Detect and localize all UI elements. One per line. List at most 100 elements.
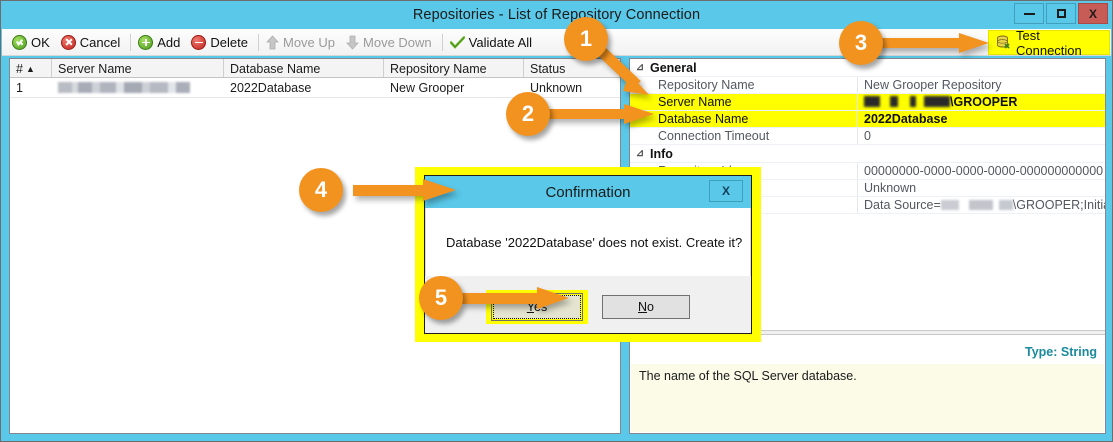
callout-2-label: 2 bbox=[521, 101, 535, 126]
toolbar-validate-all-button[interactable]: Validate All bbox=[446, 31, 539, 53]
property-description-pane: The name of the SQL Server database. bbox=[631, 364, 1104, 432]
callout-1: 1 bbox=[564, 17, 608, 61]
test-connection-button[interactable]: Test Connection bbox=[988, 27, 1110, 58]
expander-icon[interactable]: ⊿ bbox=[635, 148, 645, 159]
property-value-database-name[interactable]: 2022Database bbox=[858, 111, 1105, 127]
test-connection-label: Test Connection bbox=[1016, 27, 1082, 58]
window-titlebar: Repositories - List of Repository Connec… bbox=[1, 1, 1112, 28]
property-category-info-label: Info bbox=[650, 146, 673, 161]
property-category-general-label: General bbox=[650, 60, 697, 75]
callout-3: 3 bbox=[839, 21, 883, 65]
maximize-icon bbox=[1056, 9, 1066, 18]
redacted-server-host bbox=[864, 96, 950, 107]
property-name-repository-name: Repository Name bbox=[630, 77, 858, 93]
toolbar-cancel-button[interactable]: Cancel bbox=[57, 31, 127, 53]
callout-arrow-2 bbox=[546, 104, 654, 124]
confirmation-dialog: Confirmation X Database '2022Database' d… bbox=[424, 175, 752, 334]
plus-circle-icon bbox=[138, 34, 154, 50]
property-row-connection-timeout[interactable]: Connection Timeout 0 bbox=[630, 128, 1105, 145]
close-icon: X bbox=[1088, 6, 1097, 21]
cell-server-name bbox=[52, 78, 224, 97]
close-button[interactable]: X bbox=[1078, 3, 1108, 24]
minimize-button[interactable] bbox=[1014, 3, 1044, 24]
cell-database-name: 2022Database bbox=[230, 81, 312, 95]
dialog-titlebar: Confirmation X bbox=[425, 176, 751, 208]
property-row-server-name[interactable]: Server Name \GROOPER bbox=[630, 94, 1105, 111]
property-category-general[interactable]: ⊿ General bbox=[630, 59, 1105, 77]
toolbar-add-button[interactable]: Add bbox=[134, 31, 187, 53]
property-value-server-name[interactable]: \GROOPER bbox=[858, 94, 1105, 110]
property-row-repository-name[interactable]: Repository Name New Grooper Repository bbox=[630, 77, 1105, 94]
property-value-repository-name[interactable]: New Grooper Repository bbox=[864, 78, 1002, 92]
connection-string-suffix: \GROOPER;Initial Cat bbox=[1012, 198, 1105, 212]
toolbar-delete-label: Delete bbox=[210, 34, 248, 50]
redacted-connection-host bbox=[940, 200, 1013, 210]
callout-arrow-3 bbox=[877, 33, 989, 53]
dialog-close-button[interactable]: X bbox=[709, 180, 743, 202]
arrow-down-icon bbox=[346, 35, 359, 50]
toolbar-separator bbox=[130, 33, 132, 51]
callout-3-label: 3 bbox=[854, 30, 868, 55]
callout-4: 4 bbox=[299, 168, 343, 212]
sort-ascending-icon: ▲ bbox=[25, 63, 35, 74]
toolbar-ok-label: OK bbox=[31, 34, 50, 50]
minimize-icon bbox=[1023, 12, 1035, 15]
toolbar-cancel-label: Cancel bbox=[79, 34, 121, 50]
cell-num: 1 bbox=[16, 81, 23, 95]
toolbar-move-up-label: Move Up bbox=[282, 34, 336, 50]
toolbar-move-down-label: Move Down bbox=[363, 34, 432, 50]
callout-2: 2 bbox=[506, 92, 550, 136]
callout-5: 5 bbox=[419, 276, 463, 320]
property-value-status: Unknown bbox=[864, 181, 917, 195]
property-category-info[interactable]: ⊿ Info bbox=[630, 145, 1105, 163]
checkmark-icon bbox=[449, 35, 465, 49]
callout-4-label: 4 bbox=[314, 177, 328, 202]
column-header-num-label: # bbox=[16, 61, 23, 76]
callout-arrow-1 bbox=[597, 47, 649, 95]
window-title: Repositories - List of Repository Connec… bbox=[412, 6, 701, 23]
expander-icon[interactable]: ⊿ bbox=[635, 62, 645, 73]
column-header-num[interactable]: # ▲ bbox=[10, 59, 52, 77]
callout-5-label: 5 bbox=[434, 285, 448, 310]
column-header-database-name[interactable]: Database Name bbox=[224, 59, 384, 77]
property-row-database-name[interactable]: Database Name 2022Database bbox=[630, 111, 1105, 128]
property-value-server-name-text: \GROOPER bbox=[950, 95, 1018, 109]
property-name-database-name: Database Name bbox=[630, 111, 858, 127]
toolbar-move-down-button[interactable]: Move Down bbox=[342, 31, 439, 53]
ok-circle-icon bbox=[12, 34, 27, 50]
column-header-repository-name[interactable]: Repository Name bbox=[384, 59, 524, 77]
no-button[interactable]: No bbox=[602, 294, 690, 319]
cancel-circle-icon bbox=[60, 34, 76, 50]
property-value-connection-timeout[interactable]: 0 bbox=[864, 129, 871, 143]
no-button-label: No bbox=[638, 299, 654, 314]
database-icon bbox=[996, 35, 1011, 50]
maximize-button[interactable] bbox=[1046, 3, 1076, 24]
toolbar-ok-button[interactable]: OK bbox=[8, 31, 57, 53]
redacted-server-name bbox=[58, 82, 190, 93]
toolbar-delete-button[interactable]: Delete bbox=[187, 31, 255, 53]
toolbar-move-up-button[interactable]: Move Up bbox=[262, 31, 342, 53]
dialog-message: Database '2022Database' does not exist. … bbox=[425, 208, 751, 276]
window-controls: X bbox=[1014, 3, 1108, 24]
close-icon: X bbox=[721, 184, 730, 198]
cell-status: Unknown bbox=[530, 81, 583, 95]
description-splitter[interactable] bbox=[630, 330, 1105, 335]
toolbar-separator bbox=[257, 33, 259, 51]
callout-arrow-5 bbox=[461, 287, 569, 309]
property-name-connection-timeout: Connection Timeout bbox=[630, 128, 858, 144]
dialog-title: Confirmation bbox=[545, 183, 631, 201]
minus-circle-icon bbox=[191, 34, 207, 50]
cell-repository-name: New Grooper Repository bbox=[390, 81, 465, 95]
grid-header-row: # ▲ Server Name Database Name Repository… bbox=[10, 59, 620, 78]
connection-string-prefix: Data Source= bbox=[864, 198, 941, 212]
table-row[interactable]: 1 2022Database New Grooper Repository Un… bbox=[10, 78, 620, 98]
property-type-label: Type: String bbox=[1025, 345, 1097, 359]
toolbar-add-label: Add bbox=[157, 34, 181, 50]
property-value-repository-id: 00000000-0000-0000-0000-000000000000 bbox=[864, 164, 1104, 178]
arrow-up-icon bbox=[266, 34, 279, 50]
callout-arrow-4 bbox=[353, 179, 456, 201]
column-header-server-name[interactable]: Server Name bbox=[52, 59, 224, 77]
property-name-server-name: Server Name bbox=[630, 94, 858, 110]
dialog-highlight-frame: Confirmation X Database '2022Database' d… bbox=[415, 167, 761, 342]
